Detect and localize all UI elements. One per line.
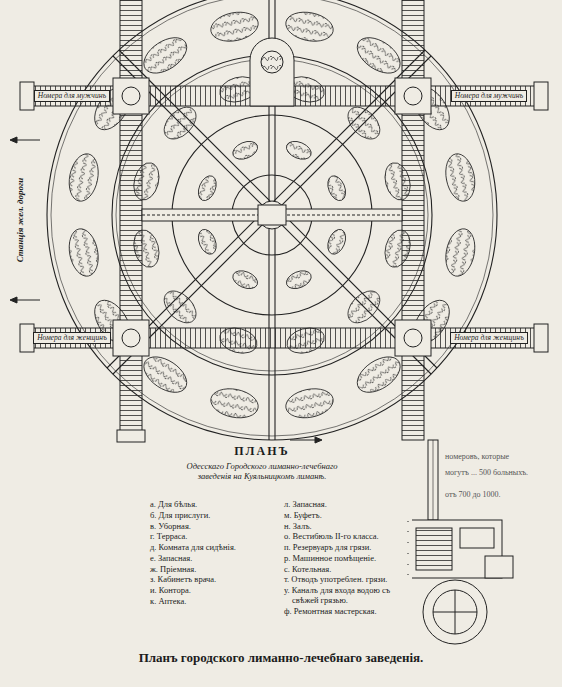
legend-entry: с. Котельная. — [284, 565, 412, 575]
flower-bed — [230, 138, 260, 163]
flower-bed — [195, 173, 220, 203]
text-fragment: отъ 700 до 1000. — [445, 490, 557, 499]
wing-label-text: Номера для женщинъ — [37, 334, 107, 342]
legend-entry: а. Для бѣлья. — [150, 500, 286, 510]
legend-entry: к. Аптека. — [150, 597, 286, 607]
wing-room-label: Номера для мужчинъ — [451, 90, 528, 102]
flower-bed — [65, 151, 102, 204]
legend-entry: у. Каналъ для входа водою съ свѣжей гряз… — [284, 586, 412, 606]
legend-entry: б. Для прислуги. — [150, 511, 286, 521]
legend-entry: т. Отводъ употреблен. грязи. — [284, 575, 412, 585]
wing-room-label: Номера для мужчинъ — [34, 90, 111, 102]
legend-entry: р. Машинное помѣщеніе. — [284, 554, 412, 564]
legend-entry: м. Буфетъ. — [284, 511, 412, 521]
flower-bed — [195, 227, 220, 257]
flower-bed — [65, 226, 102, 279]
station-label: Станція жел. дороги — [15, 176, 25, 265]
legend-entry: в. Уборная. — [150, 522, 286, 532]
wing-label-text: Номера для мужчинъ — [455, 92, 524, 100]
wing-label-text: Номера для женщинъ — [454, 334, 524, 342]
legend-entry: л. Запасная. — [284, 500, 412, 510]
flower-bed — [442, 151, 479, 204]
legend-entry: ф. Ремонтная мастерская. — [284, 607, 412, 617]
flower-bed — [230, 267, 260, 292]
flower-bed — [342, 285, 386, 329]
flower-bed — [342, 101, 386, 145]
figure-caption: Планъ городского лиманно-лечебнаго завед… — [20, 650, 542, 666]
legend-entry: п. Резервуаръ для грязи. — [284, 543, 412, 553]
flower-bed — [208, 8, 261, 45]
flower-bed — [351, 30, 406, 80]
flower-bed — [138, 350, 193, 400]
flower-bed — [284, 267, 314, 292]
flower-bed — [442, 226, 479, 279]
plan-title: ПЛАНЪ — [192, 444, 332, 459]
flower-bed — [138, 30, 193, 80]
legend-entry: ж. Пріемная. — [150, 565, 286, 575]
legend-entry: и. Контора. — [150, 586, 286, 596]
text-fragment: могутъ ... 500 больныхъ. — [445, 468, 557, 477]
flower-bed — [324, 227, 349, 257]
flower-bed — [283, 385, 336, 422]
flower-bed — [284, 138, 314, 163]
wing-room-label: Номера для женщинъ — [450, 332, 528, 344]
legend-entry: о. Вестибюль II-го класса. — [284, 532, 412, 542]
flower-bed — [208, 385, 261, 422]
flower-bed — [158, 101, 202, 145]
flower-bed — [324, 173, 349, 203]
legend-entry: з. Кабинетъ врача. — [150, 575, 286, 585]
legend-entry: д. Комната для сидѣнія. — [150, 543, 286, 553]
flower-bed — [351, 350, 406, 400]
wing-label-text: Номера для мужчинъ — [38, 92, 107, 100]
legend-entry: г. Терраса. — [150, 532, 286, 542]
flower-bed — [158, 285, 202, 329]
text-fragment: номеровъ, которые — [445, 452, 557, 461]
plan-subtitle: Одесскаго Городского лиманно-лечебнаго з… — [177, 462, 347, 482]
wing-room-label: Номера для женщинъ — [33, 332, 111, 344]
legend-entry: е. Запасная. — [150, 554, 286, 564]
legend-entry: н. Залъ. — [284, 522, 412, 532]
flower-bed — [283, 8, 336, 45]
